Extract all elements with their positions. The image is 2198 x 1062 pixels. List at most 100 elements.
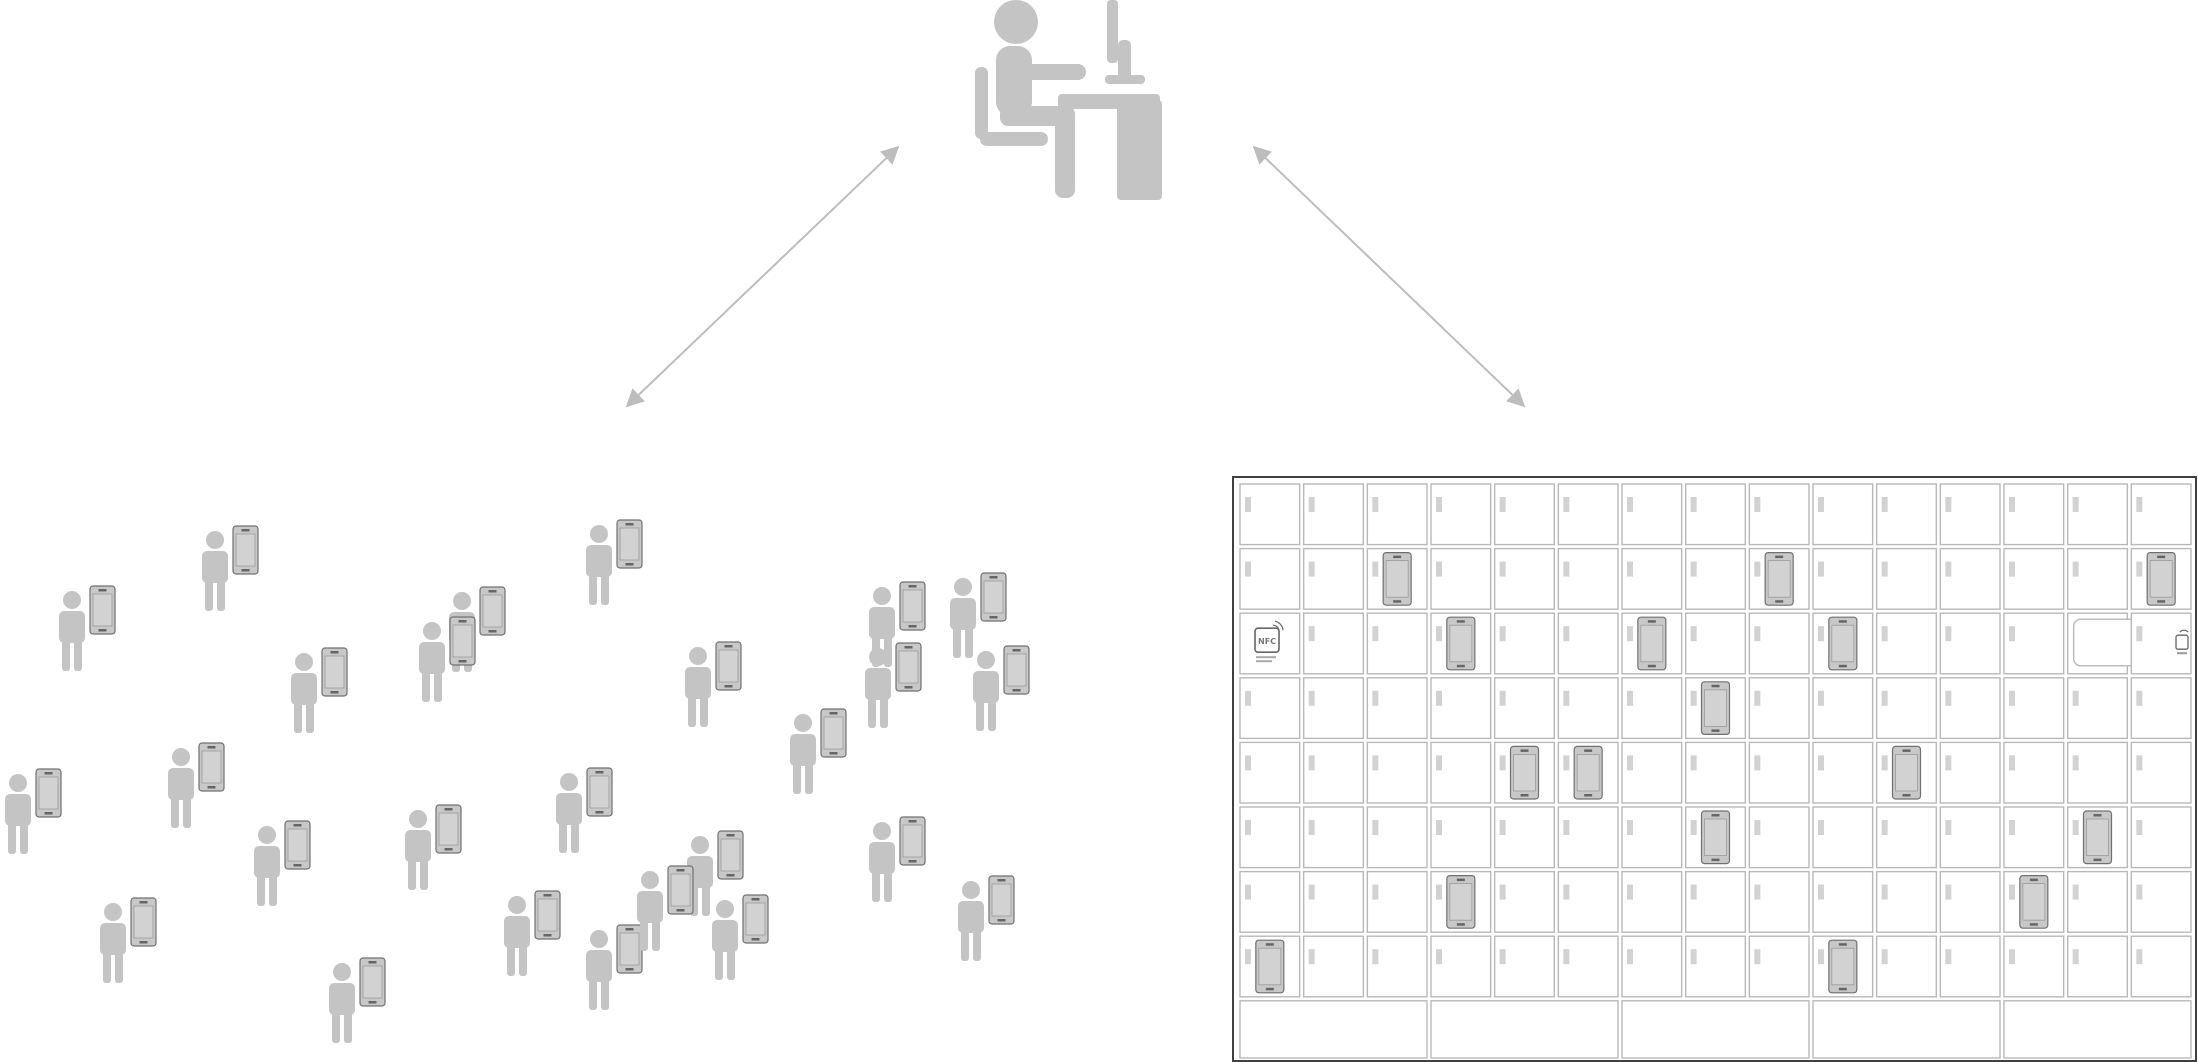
locker-cell[interactable] (1621, 612, 1683, 675)
locker-cell[interactable] (2003, 483, 2065, 546)
locker-cell[interactable] (2130, 483, 2192, 546)
locker-cell[interactable] (1366, 612, 1428, 675)
locker-cell[interactable] (2003, 612, 2065, 675)
locker-cell[interactable] (2066, 612, 2151, 675)
locker-cell[interactable] (1684, 741, 1747, 804)
locker-cell[interactable] (1430, 741, 1492, 804)
locker-cell[interactable] (2066, 547, 2129, 610)
locker-cell[interactable] (2066, 806, 2129, 869)
locker-cell[interactable] (2003, 741, 2065, 804)
locker-cell[interactable] (1302, 612, 1365, 675)
locker-cell[interactable] (1939, 935, 2001, 998)
locker-cell[interactable] (1875, 741, 1938, 804)
locker-cell[interactable] (1621, 677, 1683, 740)
locker-cell[interactable] (1875, 806, 1938, 869)
locker-cell[interactable] (2066, 483, 2129, 546)
locker-cell[interactable] (1557, 935, 1619, 998)
locker-cell[interactable] (1939, 806, 2001, 869)
locker-cell[interactable] (1748, 483, 1810, 546)
locker-cell[interactable] (1493, 547, 1556, 610)
locker-cell[interactable] (1302, 741, 1365, 804)
locker-cell[interactable] (1302, 935, 1365, 998)
locker-cell[interactable] (1812, 547, 1874, 610)
bottom-drawer[interactable] (1812, 1000, 2001, 1059)
locker-cell[interactable] (2066, 677, 2129, 740)
locker-cell[interactable] (1493, 741, 1556, 804)
locker-cell[interactable] (1493, 935, 1556, 998)
locker-cell[interactable] (1493, 806, 1556, 869)
locker-cell[interactable] (2003, 677, 2065, 740)
locker-cell[interactable] (1621, 741, 1683, 804)
locker-cell[interactable] (1302, 870, 1365, 933)
locker-cell[interactable] (1430, 806, 1492, 869)
locker-cell[interactable] (1684, 483, 1747, 546)
locker-cell[interactable] (1684, 677, 1747, 740)
locker-cell[interactable] (1875, 677, 1938, 740)
locker-cell[interactable] (1239, 935, 1301, 998)
locker-cell[interactable] (1430, 612, 1492, 675)
locker-cell[interactable] (1239, 483, 1301, 546)
locker-cell[interactable] (1239, 677, 1301, 740)
locker-cell[interactable] (1366, 547, 1428, 610)
locker-cell[interactable] (2066, 741, 2129, 804)
locker-cell[interactable] (1366, 677, 1428, 740)
locker-cell[interactable] (1557, 483, 1619, 546)
locker-cell[interactable] (2130, 547, 2192, 610)
locker-cell[interactable] (1302, 547, 1365, 610)
locker-cell[interactable] (2130, 741, 2192, 804)
locker-cell[interactable] (1875, 612, 1938, 675)
locker-cell[interactable] (2003, 547, 2065, 610)
locker-cell[interactable] (1812, 741, 1874, 804)
locker-cell[interactable] (1493, 612, 1556, 675)
locker-cell[interactable] (1939, 870, 2001, 933)
locker-cell[interactable] (1557, 870, 1619, 933)
locker-cell[interactable] (1557, 612, 1619, 675)
locker-cell[interactable] (1621, 547, 1683, 610)
locker-cell[interactable] (2066, 935, 2129, 998)
locker-cell[interactable] (1939, 547, 2001, 610)
bottom-drawer[interactable] (2003, 1000, 2192, 1059)
locker-cell[interactable] (1939, 741, 2001, 804)
locker-cell[interactable] (1875, 870, 1938, 933)
locker-cell[interactable] (1684, 612, 1747, 675)
locker-cell[interactable] (1875, 483, 1938, 546)
locker-cell[interactable] (1366, 870, 1428, 933)
locker-cell[interactable] (1812, 806, 1874, 869)
locker-cell[interactable] (1493, 870, 1556, 933)
locker-cell[interactable] (1939, 612, 2001, 675)
locker-cell[interactable] (1621, 870, 1683, 933)
locker-cell[interactable] (1875, 935, 1938, 998)
locker-cell[interactable] (1430, 935, 1492, 998)
locker-cell[interactable]: NFC (1239, 612, 1301, 675)
locker-cell[interactable] (1239, 547, 1301, 610)
locker-cell[interactable] (1621, 935, 1683, 998)
locker-cell[interactable] (2130, 612, 2192, 675)
locker-cell[interactable] (1557, 806, 1619, 869)
locker-cell[interactable] (1557, 741, 1619, 804)
locker-cell[interactable] (1621, 483, 1683, 546)
locker-cell[interactable] (1939, 677, 2001, 740)
locker-cell[interactable] (2130, 935, 2192, 998)
locker-cell[interactable] (1493, 483, 1556, 546)
locker-cell[interactable] (1748, 806, 1810, 869)
locker-cell[interactable] (1812, 935, 1874, 998)
locker-cell[interactable] (1748, 677, 1810, 740)
locker-cell[interactable] (2003, 806, 2065, 869)
locker-cell[interactable] (1748, 547, 1810, 610)
locker-cell[interactable] (2130, 870, 2192, 933)
locker-cell[interactable] (2130, 677, 2192, 740)
locker-cell[interactable] (1748, 935, 1810, 998)
locker-cell[interactable] (2130, 806, 2192, 869)
locker-cell[interactable] (2003, 935, 2065, 998)
locker-cell[interactable] (2003, 870, 2065, 933)
locker-cell[interactable] (1366, 741, 1428, 804)
locker-cell[interactable] (1430, 677, 1492, 740)
locker-cell[interactable] (1812, 483, 1874, 546)
locker-cell[interactable] (1812, 870, 1874, 933)
locker-cell[interactable] (1366, 935, 1428, 998)
locker-cell[interactable] (1812, 677, 1874, 740)
locker-cell[interactable] (1557, 547, 1619, 610)
locker-cell[interactable] (1366, 806, 1428, 869)
locker-cell[interactable] (1493, 677, 1556, 740)
bottom-drawer[interactable] (1239, 1000, 1428, 1059)
